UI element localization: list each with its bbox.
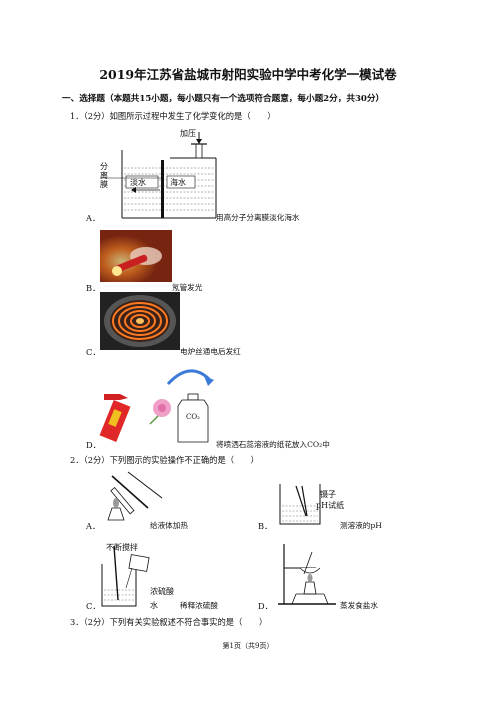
q2-option-d-caption: 蒸发食盐水 [340, 601, 378, 610]
q1-option-a-letter[interactable]: A． [86, 213, 101, 223]
q2-option-b-letter[interactable]: B． [258, 521, 273, 531]
sea-water-label: 海水 [170, 178, 186, 187]
section-heading: 一、选择题（本题共15小题，每小题只有一个选项符合题意，每小题2分，共30分） [62, 94, 385, 104]
membrane-label: 分离膜 [100, 162, 108, 189]
fresh-water-label: 淡水 [130, 178, 146, 187]
q1-option-d-caption: 将喷洒石蕊溶液的纸花放入CO₂中 [216, 440, 330, 449]
co2-jar-label: CO₂ [186, 413, 200, 421]
evaporate-salt-water-diagram [278, 544, 336, 605]
water-label: 水 [150, 601, 158, 610]
q1-option-b-caption: 氖管发光 [172, 283, 203, 292]
ph-paper-label: pH试纸 [316, 501, 345, 510]
ph-measurement-diagram [279, 484, 321, 525]
q2-option-a-caption: 给液体加热 [150, 521, 188, 530]
press-label: 加压 [180, 129, 196, 138]
heating-liquid-diagram [107, 471, 163, 521]
q1-option-a-caption: 用高分子分离膜淡化海水 [216, 213, 300, 222]
q2-option-c-letter[interactable]: C． [86, 601, 101, 611]
q1-option-c-letter[interactable]: C． [86, 347, 101, 357]
stir-label: 不断搅拌 [106, 543, 138, 552]
exam-title: 2019年江苏省盐城市射阳实验中学中考化学一模试卷 [99, 67, 397, 82]
question-2-stem: 2．（2分）下列图示的实验操作不正确的是（ ） [70, 455, 259, 465]
question-1-stem: 1．（2分）如图所示过程中发生了化学变化的是（ ） [70, 111, 276, 121]
q1-option-c-caption: 电炉丝通电后发红 [180, 347, 241, 356]
q2-option-c-caption: 稀释浓硫酸 [180, 601, 218, 610]
concentrated-acid-label: 浓硫酸 [150, 587, 174, 596]
q2-option-d-letter[interactable]: D． [258, 601, 273, 611]
q1-option-b-letter[interactable]: B． [86, 283, 101, 293]
dilute-sulfuric-acid-diagram [101, 545, 150, 607]
page-footer: 第1页（共9页） [222, 642, 274, 650]
q1-option-d-letter[interactable]: D． [86, 440, 101, 450]
tweezers-label: 镊子 [320, 490, 336, 499]
litmus-flower-co2-diagram [99, 369, 214, 443]
electric-stove-coil-photo [100, 292, 180, 350]
q2-option-b-caption: 测溶液的pH [340, 521, 382, 530]
q2-option-a-letter[interactable]: A． [86, 521, 101, 531]
neon-tester-photo [100, 230, 172, 282]
membrane-desalination-diagram [100, 132, 217, 219]
question-3-stem: 3．（2分）下列有关实验叙述不符合事实的是（ ） [70, 617, 268, 627]
